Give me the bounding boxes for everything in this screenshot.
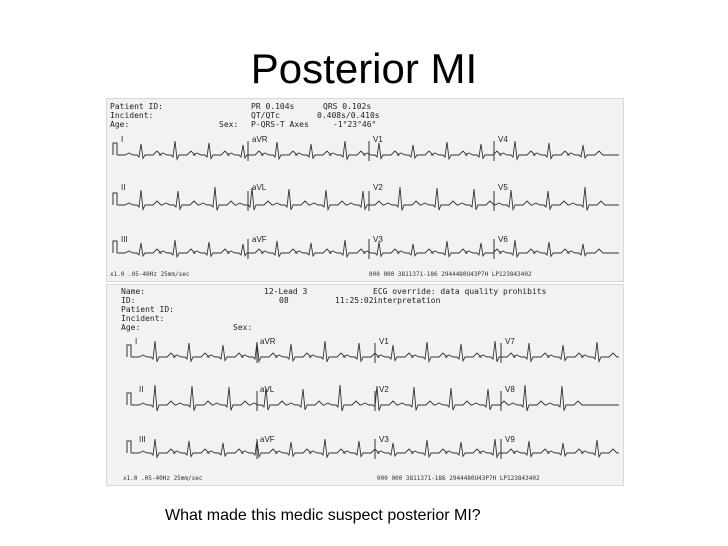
calibration-pulse (126, 344, 132, 357)
record-time: 11:25:02 (335, 296, 374, 305)
lead-label: V4 (498, 135, 508, 144)
incident-label: Incident: (121, 314, 165, 323)
id-label: ID: (121, 296, 136, 305)
lead-label: III (121, 235, 128, 244)
lead-label: V8 (505, 385, 515, 394)
calibration-pulse (112, 192, 118, 205)
lead-label: V2 (373, 183, 383, 192)
ecg-strip-bottom: Name: ID: Patient ID: Incident: Age: Sex… (106, 284, 624, 486)
age-label: Age: (121, 323, 141, 332)
lead-label: V2 (379, 385, 389, 394)
filter-settings: x1.0 .05-40Hz 25mm/sec (110, 271, 190, 278)
lead-label: I (135, 337, 138, 346)
qt-label: QT/QTc (251, 111, 280, 120)
calibration-pulse (126, 440, 132, 453)
ecg-trace-top (112, 140, 619, 259)
qt-value: 0.408s/0.410s (317, 111, 380, 120)
lead-label: V5 (498, 183, 508, 192)
lead-label: aVF (252, 235, 267, 244)
incident-label: Incident: (110, 111, 154, 120)
axes-value: -1°23°46° (333, 120, 377, 129)
lead-label: V3 (379, 435, 389, 444)
lead-label: aVF (260, 435, 275, 444)
ecg-waveform (117, 140, 619, 161)
lead-label: V3 (373, 235, 383, 244)
device-code: 000 000 3811371-186 2944480U43P7H LP1238… (369, 271, 532, 278)
slide-title: Posterior MI (250, 45, 478, 92)
filter-settings: x1.0 .05-40Hz 25mm/sec (123, 475, 203, 482)
calibration-pulse (126, 392, 132, 405)
sex-label: Sex: (233, 323, 253, 332)
lead-label: V9 (505, 435, 515, 444)
ecg-trace-bottom (126, 340, 619, 459)
calibration-pulse (112, 240, 118, 253)
ecg-strip-top: Patient ID: Incident: Age: Sex: PR 0.104… (106, 98, 624, 282)
lead-label: I (121, 135, 124, 144)
lead-label: aVL (260, 385, 275, 394)
lead-mode: 12-Lead 3 (264, 287, 308, 296)
lead-label: V1 (379, 337, 389, 346)
device-code: 000 000 3811371-186 2944480U43P7H LP1238… (377, 475, 540, 482)
slide-question: What made this medic suspect posterior M… (165, 507, 481, 524)
lead-label: II (139, 385, 144, 394)
lead-label: V6 (498, 235, 508, 244)
ecg-waveform (117, 239, 619, 259)
ecg-waveform (131, 384, 619, 412)
lead-label: V7 (505, 337, 515, 346)
ecg-waveform (131, 438, 619, 459)
record-code: 08 (279, 296, 289, 305)
interpretation-notice: interpretation (373, 296, 441, 305)
calibration-pulse (112, 142, 118, 155)
override-notice: ECG override: data quality prohibits (373, 287, 547, 296)
ecg-waveform (117, 186, 619, 212)
pr-interval: PR 0.104s (251, 102, 295, 111)
age-label: Age: (110, 120, 130, 129)
axes-label: P-QRS-T Axes (251, 120, 309, 129)
lead-label: III (139, 435, 146, 444)
lead-label: aVL (252, 183, 267, 192)
name-label: Name: (121, 287, 146, 296)
qrs-duration: QRS 0.102s (323, 102, 372, 111)
ecg-waveform (131, 340, 619, 364)
patient-id-label: Patient ID: (121, 305, 174, 314)
sex-label: Sex: (219, 120, 239, 129)
lead-label: V1 (373, 135, 383, 144)
lead-label: aVR (260, 337, 276, 346)
lead-label: aVR (252, 135, 268, 144)
lead-label: II (121, 183, 126, 192)
patient-id-label: Patient ID: (110, 102, 163, 111)
